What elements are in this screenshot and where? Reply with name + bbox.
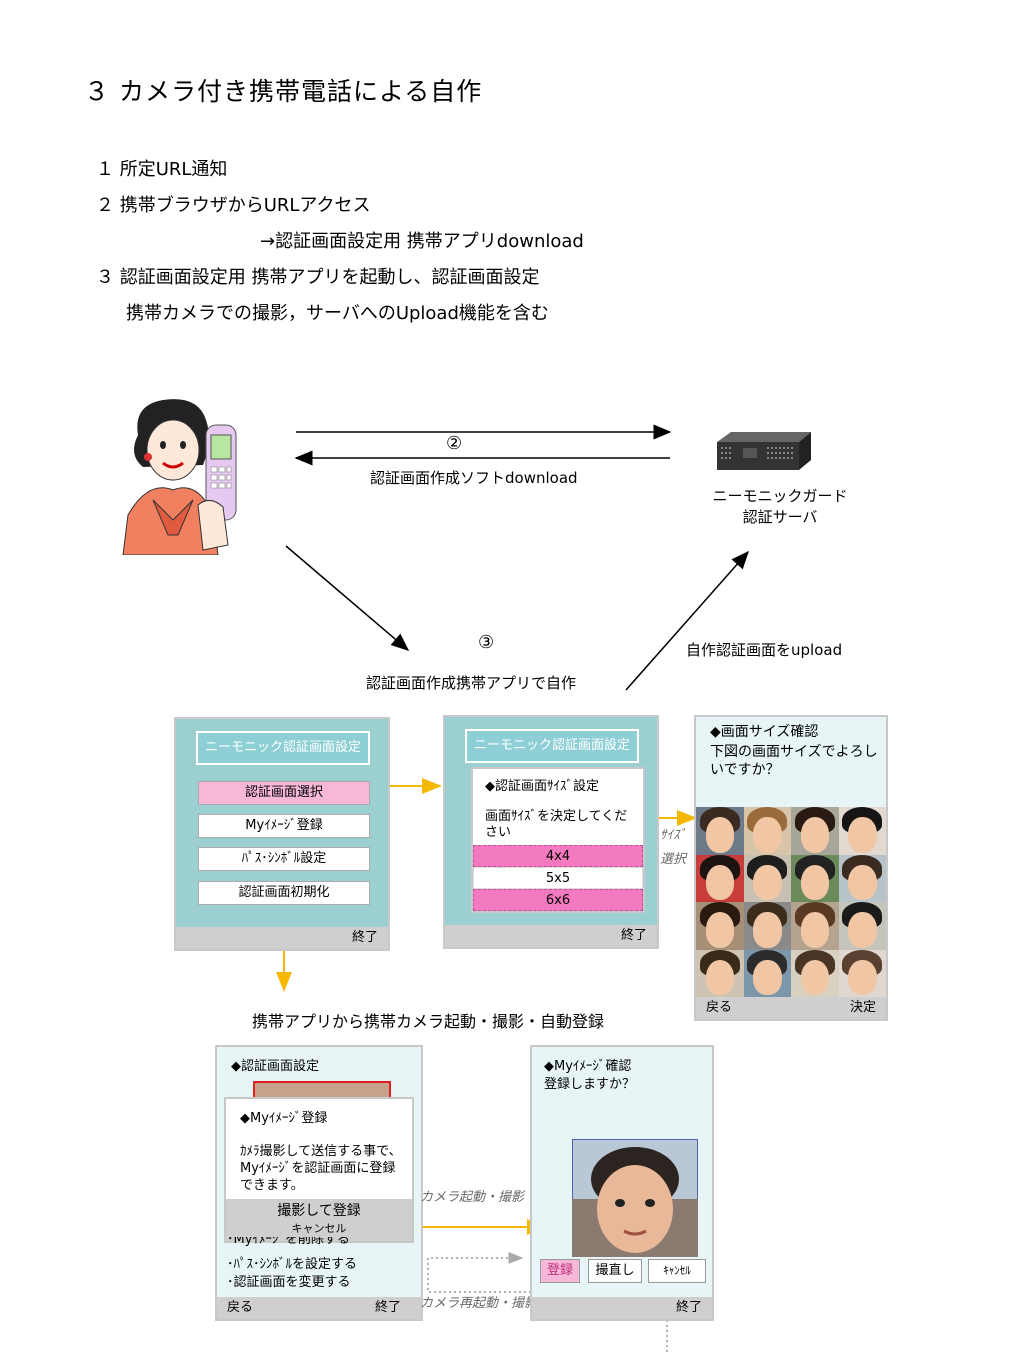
face-image[interactable] [696,807,744,855]
screen3-title: ◆画面サイズ確認 [710,724,819,740]
my-image-popup-text: ｶﾒﾗ撮影して送信する事で、Myｲﾒｰｼﾞを認証画面に登録できます。 [240,1144,402,1193]
size-popup-title: ◆認証画面ｻｲｽﾞ設定 [485,779,599,794]
screen3-footer: 戻る 決定 [696,997,886,1019]
face-image[interactable] [791,807,839,855]
download-label: 認証画面作成ソフトdownload [370,469,578,487]
screen2-exit-button[interactable]: 終了 [620,928,647,943]
size-popup-text: 画面ｻｲｽﾞを決定してください [485,809,628,840]
face-image[interactable] [791,854,839,902]
size-option-4x4[interactable]: 4x4 [473,845,643,867]
screen3-back-button[interactable]: 戻る [706,1000,733,1015]
step-3: ３ 認証画面設定用 携帯アプリを起動し、認証画面設定 [96,267,540,288]
screen5-title: ◆Myｲﾒｰｼﾞ確認 [544,1059,632,1074]
menu-item-reset-screen[interactable]: 認証画面初期化 [198,881,370,905]
register-button[interactable]: 登録 [540,1259,580,1283]
size-select-label-2: 選択 [660,852,687,867]
camera-flow-label: 携帯アプリから携帯カメラ起動・撮影・自動登録 [252,1012,605,1031]
phone-screen-my-image-confirm: ◆Myｲﾒｰｼﾞ確認 登録しますか？ 登録 撮直し ｷｬﾝｾﾙ 終了 [530,1045,714,1321]
screen4-exit-button[interactable]: 終了 [374,1300,401,1315]
my-image-popup-title: ◆Myｲﾒｰｼﾞ登録 [240,1111,328,1126]
screen1-footer: 終了 [176,927,388,949]
cancel-button[interactable]: ｷｬﾝｾﾙ [648,1259,706,1283]
face-image[interactable] [743,854,791,902]
screen3-text: 下図の画面サイズでよろしいですか？ [710,744,878,778]
server-label-line2: 認証サーバ [742,508,818,526]
menu-item-pass-symbol[interactable]: ﾊﾟｽ･ｼﾝﾎﾞﾙ設定 [198,847,370,871]
app-label: 認証画面作成携帯アプリで自作 [366,674,577,692]
face-image[interactable] [838,902,886,950]
step-1: １ 所定URL通知 [96,159,228,180]
camera-start-label: カメラ起動・撮影 [420,1190,525,1205]
size-select-label: ｻｲｽﾞ 選択 [660,824,686,872]
woman-with-phone-illustration [122,399,237,555]
face-image[interactable] [838,807,886,855]
my-image-popup: ◆Myｲﾒｰｼﾞ登録 ｶﾒﾗ撮影して送信する事で、Myｲﾒｰｼﾞを認証画面に登録… [224,1097,414,1243]
screen2-header: ニーモニック認証画面設定 [465,729,639,763]
list-item-set-pass-symbol[interactable]: ･ﾊﾟｽ･ｼﾝﾎﾞﾙを設定する [227,1257,358,1272]
step-2-detail: →認証画面設定用 携帯アプリdownload [260,231,584,252]
server-label-line1: ニーモニックガード [712,487,848,505]
page-title: ３ カメラ付き携帯電話による自作 [84,77,483,106]
screen3-ok-button[interactable]: 決定 [849,1000,876,1015]
screen1-exit-button[interactable]: 終了 [351,930,378,945]
screen4-back-button[interactable]: 戻る [227,1300,254,1315]
step-2-circle: ② [446,433,463,454]
face-image[interactable] [791,949,839,997]
face-image[interactable] [838,949,886,997]
face-image[interactable] [743,902,791,950]
menu-item-select-screen[interactable]: 認証画面選択 [198,781,370,805]
face-grid [696,807,886,997]
shoot-and-register-button[interactable]: 撮影して登録 [277,1203,361,1219]
face-image[interactable] [696,902,744,950]
step-2: ２ 携帯ブラウザからURLアクセス [96,195,371,216]
menu-item-my-image[interactable]: Myｲﾒｰｼﾞ登録 [198,814,370,838]
face-image[interactable] [696,949,744,997]
face-image[interactable] [838,854,886,902]
list-item-change-screen[interactable]: ･認証画面を変更する [227,1275,351,1290]
phone-screen-my-image-register: ◆認証画面設定 ◆Myｲﾒｰｼﾞ登録 ｶﾒﾗ撮影して送信する事で、Myｲﾒｰｼﾞ… [215,1045,423,1321]
upload-label: 自作認証画面をupload [686,641,843,659]
list-item-delete-text: ･Myｲﾒｰｼﾞを削除する [227,1237,350,1247]
step-3-circle: ③ [478,632,495,653]
face-image[interactable] [696,854,744,902]
size-option-6x6[interactable]: 6x6 [473,889,643,911]
server-label: ニーモニックガード 認証サーバ [690,486,870,528]
screen4-title: ◆認証画面設定 [231,1059,319,1074]
list-item-delete[interactable]: ･Myｲﾒｰｼﾞを削除する [227,1237,417,1251]
screen5-text: 登録しますか？ [544,1077,636,1092]
screen5-exit-button[interactable]: 終了 [675,1300,702,1315]
my-image-popup-actions: 撮影して登録 キャンセル [226,1199,412,1241]
face-image[interactable] [743,949,791,997]
camera-restart-label: カメラ再起動・撮影 [420,1296,538,1311]
size-select-label-1: ｻｲｽﾞ [660,828,686,843]
face-image[interactable] [791,902,839,950]
size-option-5x5[interactable]: 5x5 [473,867,643,889]
phone-screen-size-confirm: ◆画面サイズ確認 下図の画面サイズでよろしいですか？ 戻る 決定 [694,715,888,1021]
screen5-footer: 終了 [532,1297,712,1319]
popup-cancel-button[interactable]: キャンセル [291,1222,347,1235]
retake-button[interactable]: 撮直し [588,1259,642,1283]
screen4-footer: 戻る 終了 [217,1297,421,1319]
screen2-footer: 終了 [445,925,657,947]
size-popup: ◆認証画面ｻｲｽﾞ設定 画面ｻｲｽﾞを決定してください 4x4 5x5 6x6 [471,767,645,913]
step-3-detail: 携帯カメラでの撮影，サーバへのUpload機能を含む [126,303,549,324]
phone-screen-main-menu: ニーモニック認証画面設定 認証画面選択 Myｲﾒｰｼﾞ登録 ﾊﾟｽ･ｼﾝﾎﾞﾙ設… [174,717,390,951]
screen1-header: ニーモニック認証画面設定 [196,731,370,765]
server-icon [717,432,811,470]
phone-screen-size-setting: ニーモニック認証画面設定 ◆認証画面ｻｲｽﾞ設定 画面ｻｲｽﾞを決定してください… [443,715,659,949]
captured-photo [572,1139,698,1257]
face-image[interactable] [743,807,791,855]
